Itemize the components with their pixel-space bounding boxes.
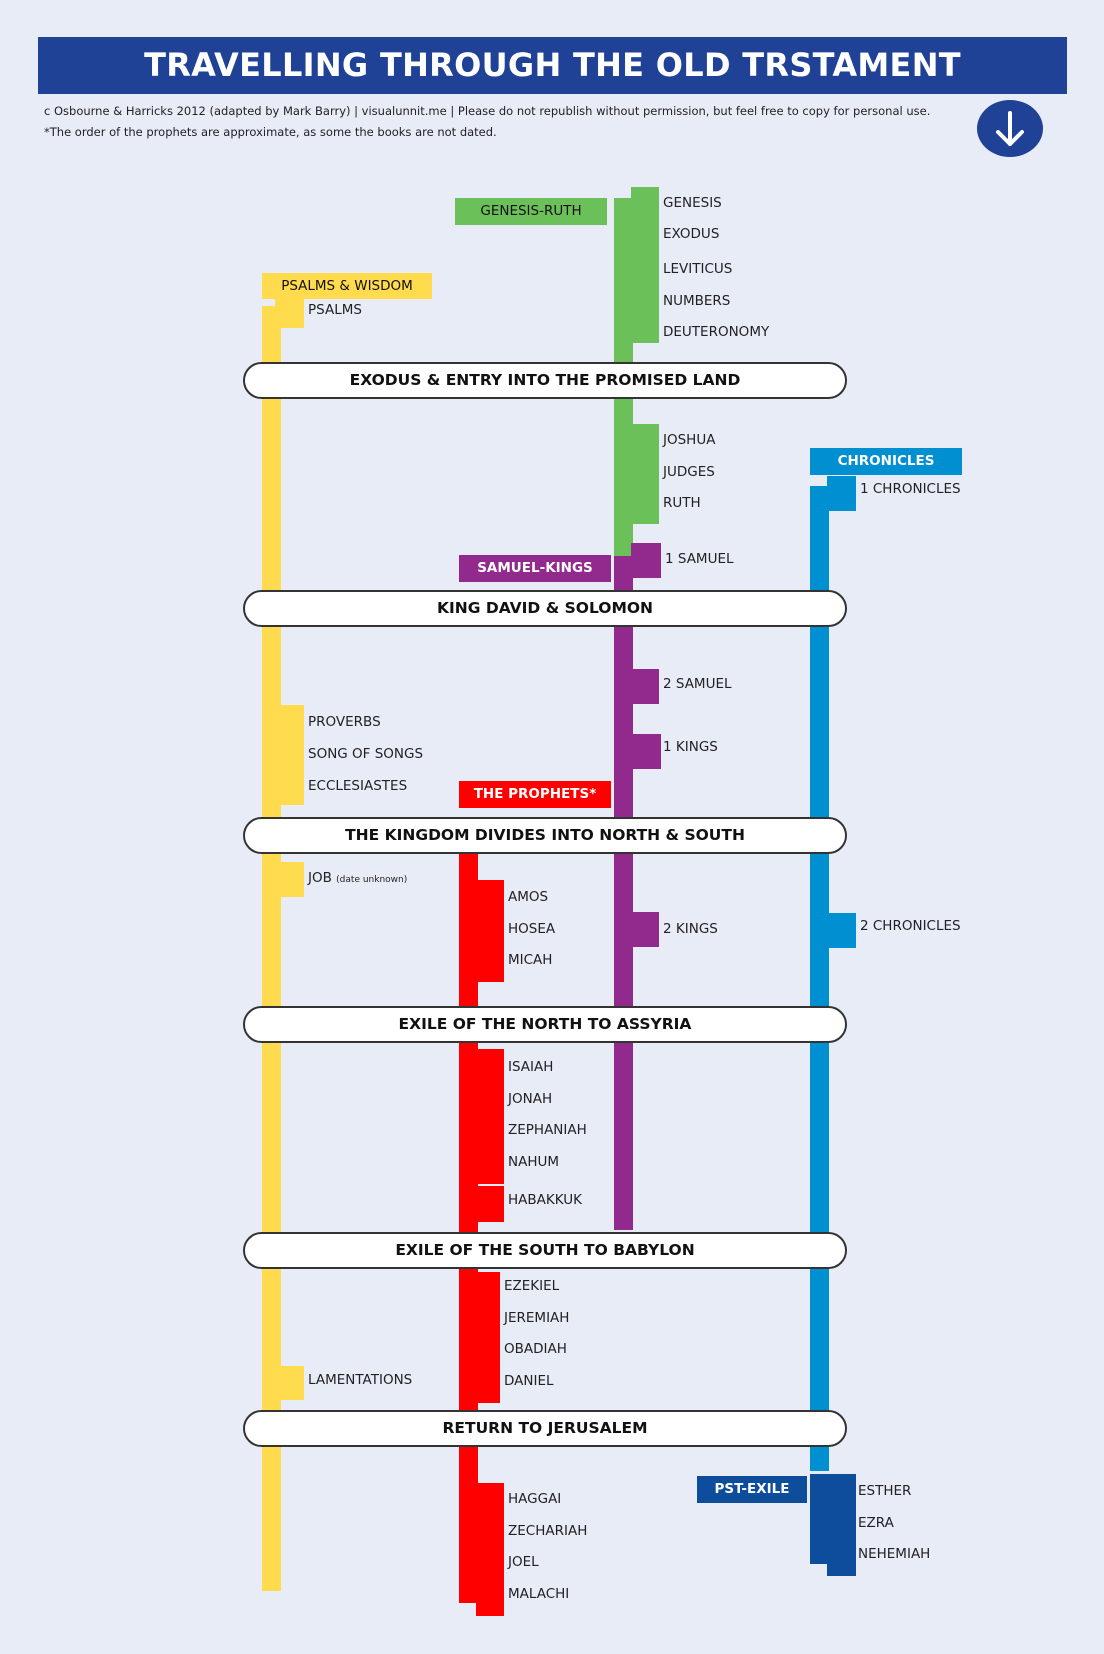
book-judges: JUDGES xyxy=(663,464,715,480)
samuel-kings-header xyxy=(459,555,611,582)
book-jeremiah: JEREMIAH xyxy=(504,1310,570,1326)
book-ezra: EZRA xyxy=(858,1515,894,1531)
credit-note: c Osbourne & Harricks 2012 (adapted by M… xyxy=(44,104,931,118)
book-nehemiah: NEHEMIAH xyxy=(858,1546,931,1562)
chronicles-header xyxy=(810,448,962,475)
chronicles-timeline-bar xyxy=(810,486,829,1471)
book-daniel: DANIEL xyxy=(504,1373,554,1389)
proverbs-block xyxy=(275,705,304,805)
book-obadiah: OBADIAH xyxy=(504,1341,567,1357)
book-deuteronomy: DEUTERONOMY xyxy=(663,324,770,340)
book-ruth: RUTH xyxy=(663,495,701,511)
book-proverbs: PROVERBS xyxy=(308,714,381,730)
book-zechariah: ZECHARIAH xyxy=(508,1523,588,1539)
era-exile-south: EXILE OF THE SOUTH TO BABYLON xyxy=(243,1232,847,1269)
samuel-kings-header-label: SAMUEL-KINGS xyxy=(477,560,593,576)
page-title: TRAVELLING THROUGH THE OLD TRSTAMENT xyxy=(38,37,1067,94)
book-nahum: NAHUM xyxy=(508,1154,560,1170)
habakkuk-block xyxy=(476,1186,504,1222)
book-isaiah: ISAIAH xyxy=(508,1059,554,1075)
book-job: JOB (date unknown) xyxy=(308,870,407,888)
1-chronicles-block xyxy=(827,476,856,511)
book-lamentations: LAMENTATIONS xyxy=(308,1372,413,1388)
book-job-label: JOB xyxy=(308,870,332,886)
book-ecclesiastes: ECCLESIASTES xyxy=(308,778,408,794)
wisdom-header xyxy=(262,273,432,299)
book-2-chronicles: 2 CHRONICLES xyxy=(860,918,961,934)
psalms-block xyxy=(275,296,304,328)
era-return-jerusalem: RETURN TO JERUSALEM xyxy=(243,1410,847,1447)
book-joel: JOEL xyxy=(508,1554,539,1570)
prophets-order-note: *The order of the prophets are approxima… xyxy=(44,125,497,139)
book-habakkuk: HABAKKUK xyxy=(508,1192,582,1208)
book-1-samuel: 1 SAMUEL xyxy=(665,551,734,567)
era-exodus-entry: EXODUS & ENTRY INTO THE PROMISED LAND xyxy=(243,362,847,399)
2-chronicles-block xyxy=(827,913,856,948)
genesis-ruth-header xyxy=(455,198,607,225)
nehemiah-block xyxy=(827,1562,856,1576)
samuel-kings-timeline-bar xyxy=(614,556,633,1230)
book-amos: AMOS xyxy=(508,889,549,905)
arrow-down-icon xyxy=(996,111,1024,146)
book-esther: ESTHER xyxy=(858,1483,912,1499)
era-kingdom-divides: THE KINGDOM DIVIDES INTO NORTH & SOUTH xyxy=(243,817,847,854)
amos-micah-block xyxy=(476,880,504,982)
zephaniah-nahum-block xyxy=(476,1114,504,1184)
book-1-chronicles: 1 CHRONICLES xyxy=(860,481,961,497)
prophets-header-label: THE PROPHETS* xyxy=(473,786,597,802)
book-2-samuel: 2 SAMUEL xyxy=(663,676,732,692)
post-exile-header-label: PST-EXILE xyxy=(714,1481,790,1497)
book-psalms: PSALMS xyxy=(308,302,362,318)
book-exodus: EXODUS xyxy=(663,226,720,242)
book-haggai: HAGGAI xyxy=(508,1491,562,1507)
post-exile-prophets-block xyxy=(476,1483,504,1616)
book-leviticus: LEVITICUS xyxy=(663,261,733,277)
job-block xyxy=(275,862,304,897)
torah-block xyxy=(631,187,659,343)
genesis-ruth-header-label: GENESIS-RUTH xyxy=(480,203,582,219)
wisdom-timeline-bar xyxy=(262,306,281,1591)
book-jonah: JONAH xyxy=(508,1091,553,1107)
2-kings-block xyxy=(631,912,659,947)
scroll-down-button[interactable] xyxy=(977,100,1043,157)
post-exile-block xyxy=(810,1474,856,1564)
era-exile-north: EXILE OF THE NORTH TO ASSYRIA xyxy=(243,1006,847,1043)
book-song-of-songs: SONG OF SONGS xyxy=(308,746,424,762)
chronicles-header-label: CHRONICLES xyxy=(837,453,935,469)
prophets-header xyxy=(459,781,611,808)
book-numbers: NUMBERS xyxy=(663,293,731,309)
lamentations-block xyxy=(275,1366,304,1400)
book-ezekiel: EZEKIEL xyxy=(504,1278,560,1294)
book-2-kings: 2 KINGS xyxy=(663,921,718,937)
era-david-solomon: KING DAVID & SOLOMON xyxy=(243,590,847,627)
exile-prophets-block xyxy=(476,1272,500,1403)
joshua-ruth-block xyxy=(631,424,659,524)
2-samuel-block xyxy=(631,669,659,704)
book-joshua: JOSHUA xyxy=(663,432,716,448)
book-malachi: MALACHI xyxy=(508,1586,570,1602)
book-micah: MICAH xyxy=(508,952,553,968)
1-kings-block xyxy=(631,734,661,769)
book-genesis: GENESIS xyxy=(663,195,722,211)
book-zephaniah: ZEPHANIAH xyxy=(508,1122,587,1138)
wisdom-header-label: PSALMS & WISDOM xyxy=(281,278,413,294)
1-samuel-block xyxy=(631,543,661,578)
post-exile-header xyxy=(697,1476,807,1503)
job-date-note: (date unknown) xyxy=(336,875,408,885)
book-hosea: HOSEA xyxy=(508,921,556,937)
book-1-kings: 1 KINGS xyxy=(663,739,718,755)
